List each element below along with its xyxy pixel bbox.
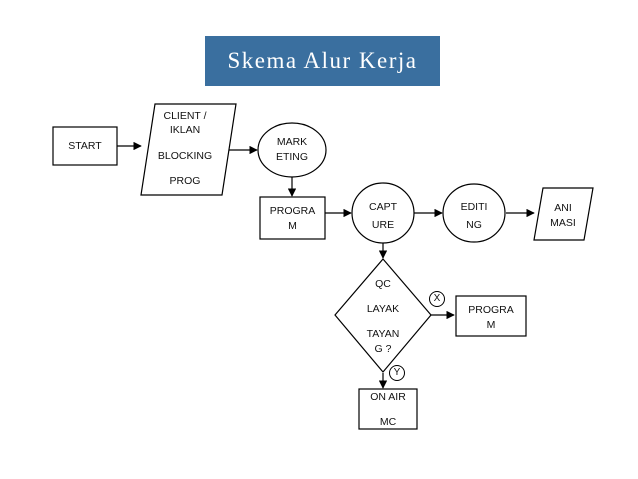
program-box-1 — [259, 196, 326, 240]
qc-label-line3: TAYAN — [366, 328, 400, 340]
qc-label-line4: G ? — [374, 343, 392, 355]
program2-label-line2: M — [486, 319, 496, 331]
program1-label-line2: M — [288, 220, 297, 232]
marketing-label-line1: MARK — [276, 136, 308, 148]
branch-y-label: Y — [393, 367, 401, 378]
client-label-line1: CLIENT / — [163, 110, 207, 122]
qc-diamond — [334, 258, 432, 373]
capture-label-line2: URE — [371, 219, 395, 231]
program-box-2 — [455, 295, 527, 337]
branch-x-label: X — [433, 293, 441, 304]
animasi-label-line2: MASI — [550, 217, 576, 229]
marketing-ellipse — [257, 122, 327, 178]
program1-label-line1: PROGRA — [269, 205, 316, 217]
page-title: Skema Alur Kerja — [227, 48, 418, 73]
branch-x-circle — [429, 291, 445, 307]
onair-label-line2: MC — [379, 416, 397, 428]
onair-label-line1: ON AIR — [370, 391, 406, 403]
animasi-parallelogram — [533, 187, 594, 241]
client-parallelogram — [140, 103, 237, 196]
capture-label-line1: CAPT — [368, 201, 397, 213]
qc-label-line2: LAYAK — [366, 303, 400, 315]
capture-ellipse — [351, 182, 415, 244]
client-label-line4: PROG — [169, 175, 201, 187]
editing-label-line2: NG — [466, 219, 482, 231]
qc-label-line1: QC — [375, 278, 391, 290]
client-label-line3: BLOCKING — [157, 150, 213, 162]
onair-box — [358, 388, 418, 430]
editing-label-line1: EDITI — [460, 201, 488, 213]
client-label-line2: IKLAN — [169, 124, 201, 136]
start-label: START — [68, 140, 102, 152]
editing-ellipse — [442, 183, 506, 243]
title-banner: Skema Alur Kerja — [205, 36, 440, 86]
branch-y-circle — [389, 365, 405, 381]
marketing-label-line2: ETING — [275, 151, 309, 163]
program2-label-line1: PROGRA — [468, 304, 514, 316]
start-box — [52, 126, 118, 166]
animasi-label-line1: ANI — [554, 202, 572, 214]
